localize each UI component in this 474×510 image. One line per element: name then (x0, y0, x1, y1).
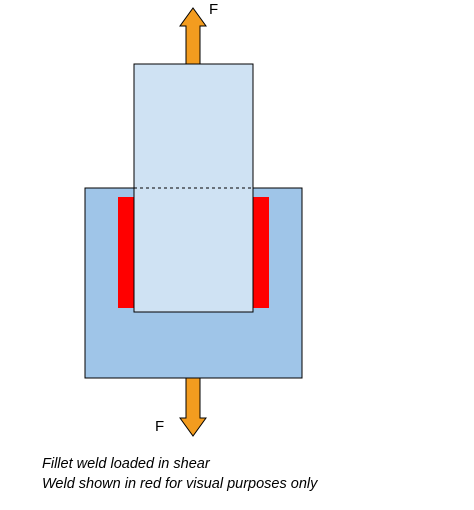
caption-line-2: Weld shown in red for visual purposes on… (42, 476, 318, 492)
caption-line-1: Fillet weld loaded in shear (42, 456, 210, 472)
bottom-force-arrow (179, 377, 207, 437)
right-weld (253, 197, 269, 308)
top-plate (133, 63, 254, 313)
caption: Fillet weld loaded in shear Weld shown i… (42, 454, 317, 494)
left-weld (118, 197, 134, 308)
top-force-arrow (179, 7, 207, 65)
top-force-label: F (209, 1, 218, 18)
bottom-force-label: F (155, 418, 164, 435)
